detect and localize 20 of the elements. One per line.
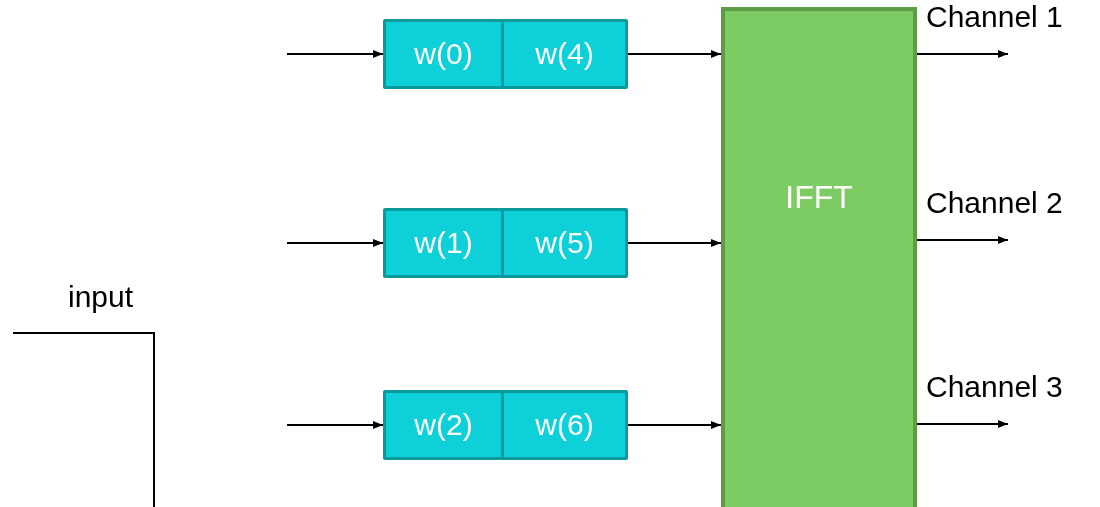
weight-cell [501, 19, 628, 89]
ifft-block [721, 7, 917, 507]
arrow [627, 421, 722, 429]
arrow [286, 421, 384, 429]
arrow [627, 50, 722, 58]
weight-label: w(2) [414, 408, 473, 442]
weight-label: w(4) [535, 37, 594, 71]
weight-cell [383, 390, 504, 460]
arrow [627, 239, 722, 247]
weight-cell [383, 19, 504, 89]
weight-label: w(6) [535, 408, 594, 442]
block-label: IFFT [785, 178, 853, 216]
arrow [286, 50, 384, 58]
weight-cell [501, 390, 628, 460]
weight-label: w(0) [414, 37, 473, 71]
arrow [286, 239, 384, 247]
weight-cell [383, 208, 504, 278]
weight-label: w(1) [414, 226, 473, 260]
weight-label: w(5) [535, 226, 594, 260]
weight-cell [501, 208, 628, 278]
